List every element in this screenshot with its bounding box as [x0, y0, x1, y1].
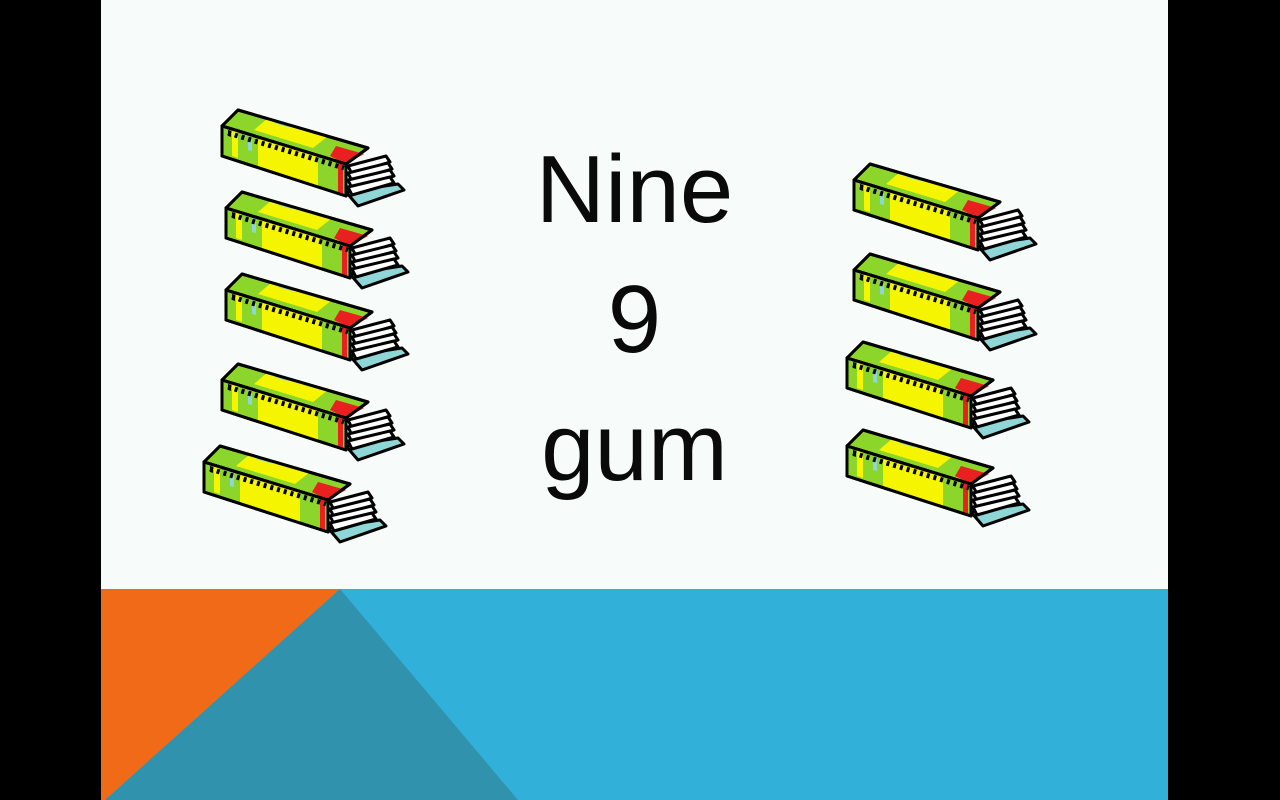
teal-triangle: [105, 589, 518, 800]
slide: Nine 9 gum: [101, 0, 1168, 800]
number-text: 9: [607, 266, 662, 373]
chewing-gum-pack-icon: [200, 442, 390, 547]
decorative-footer-band: [101, 589, 1168, 800]
title-word: Nine: [535, 136, 734, 243]
chewing-gum-pack-icon: [843, 426, 1033, 531]
orange-triangle: [101, 589, 340, 800]
object-word: gum: [541, 394, 728, 501]
